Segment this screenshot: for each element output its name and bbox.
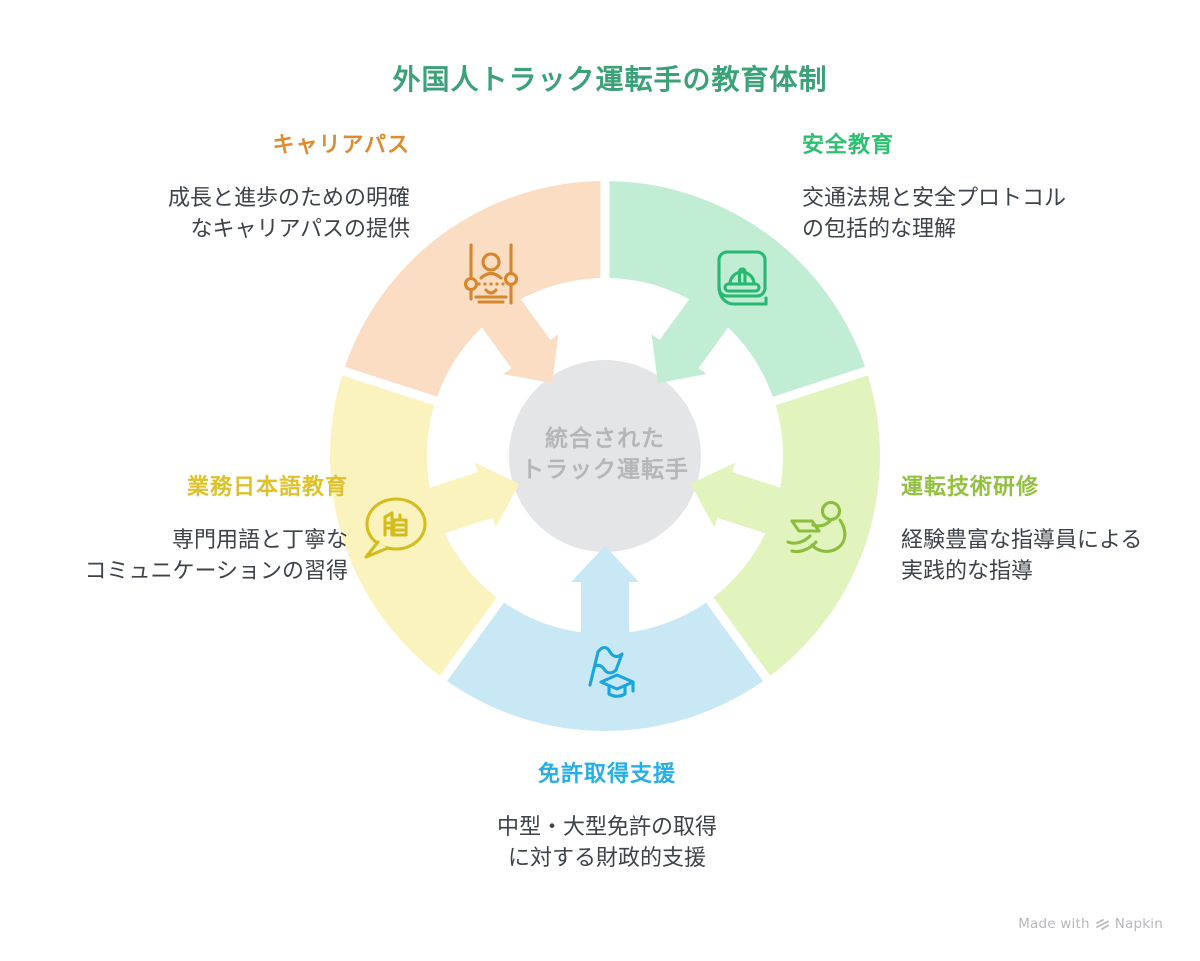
center-hub-text: 統合された トラック運転手 <box>455 424 755 486</box>
license-support-label: 免許取得支援 <box>537 762 676 787</box>
japanese-education-text-block: 業務日本語教育 専門用語と丁寧な コミュニケーションの習得 <box>84 469 348 587</box>
career-path-text-block: キャリアパス 成長と進歩のための明確 なキャリアパスの提供 <box>168 127 410 245</box>
center-hub-line-2: トラック運転手 <box>521 456 689 483</box>
graduation-flag-icon <box>588 645 635 698</box>
wedge-license <box>443 600 767 731</box>
center-hub-line-1: 統合された <box>545 426 665 452</box>
wedge-separator <box>698 587 778 691</box>
wedge-career <box>343 181 605 401</box>
napkin-logo-icon <box>1095 917 1110 931</box>
japanese-education-description-line-2: コミュニケーションの習得 <box>84 559 348 585</box>
driving-skill-label: 運転技術研修 <box>901 475 1040 500</box>
practical-training-icon <box>786 500 847 554</box>
page-title: 外国人トラック運転手の教育体制 <box>392 63 828 96</box>
arrow-license <box>571 546 639 664</box>
japanese-education-label: 業務日本語教育 <box>186 475 348 500</box>
license-support-description-line-2: に対する財政的支援 <box>507 846 706 872</box>
safety-education-description-line-1: 交通法規と安全プロトコル <box>802 186 1067 211</box>
driving-skill-description-line-2: 実践的な指導 <box>901 559 1034 585</box>
speech-bubble-icon <box>364 497 427 559</box>
license-support-text-block: 免許取得支援 中型・大型免許の取得 に対する財政的支援 <box>407 756 807 874</box>
safety-education-label: 安全教育 <box>802 133 895 158</box>
watermark-prefix: Made with <box>1018 916 1090 932</box>
career-path-description-line-2: なキャリアパスの提供 <box>190 217 410 243</box>
career-path-label: キャリアパス <box>272 133 410 158</box>
safety-manual-icon <box>717 250 768 306</box>
career-path-icon <box>463 243 519 305</box>
arrow-japanese <box>399 462 520 544</box>
japanese-education-description-line-1: 専門用語と丁寧な <box>171 528 348 553</box>
napkin-watermark: Made with Napkin <box>1018 916 1163 932</box>
safety-education-text-block: 安全教育 交通法規と安全プロトコル の包括的な理解 <box>802 127 1066 245</box>
wedge-separator <box>330 363 449 409</box>
wedge-separator <box>432 587 512 691</box>
safety-education-description-line-2: の包括的な理解 <box>802 217 957 243</box>
center-hub-circle <box>509 360 701 552</box>
watermark-brand: Napkin <box>1114 916 1163 932</box>
driving-skill-text-block: 運転技術研修 経験豊富な指導員による 実践的な指導 <box>901 469 1142 587</box>
arrow-driving <box>690 462 811 544</box>
career-path-description-line-1: 成長と進歩のための明確 <box>167 186 410 211</box>
license-support-description-line-1: 中型・大型免許の取得 <box>496 815 717 840</box>
wedge-separator <box>761 363 880 409</box>
driving-skill-description-line-1: 経験豊富な指導員による <box>901 528 1143 553</box>
